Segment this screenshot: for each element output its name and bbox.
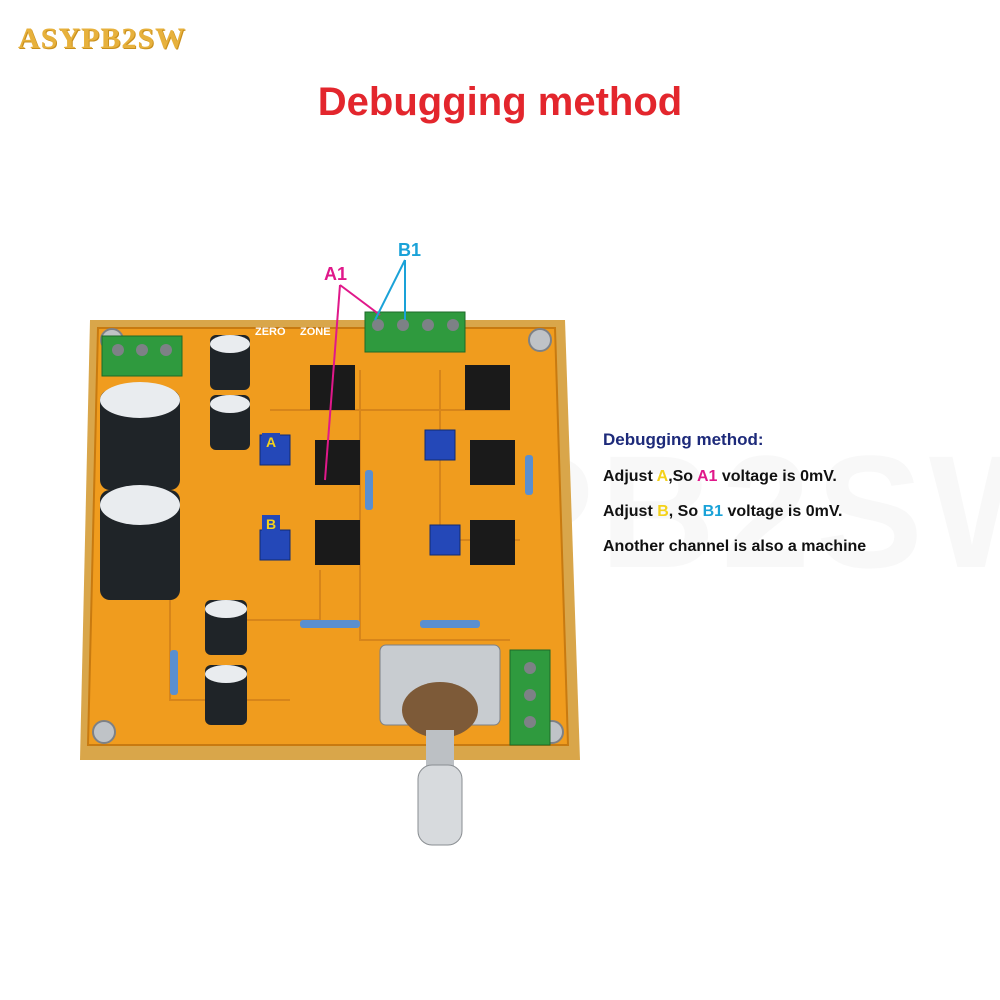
- screw: [528, 328, 552, 352]
- large-capacitors: [100, 382, 180, 600]
- marker-a1: A1: [324, 264, 347, 284]
- page-title: Debugging method: [317, 80, 683, 124]
- instruction-line-1: Adjust A,So A1 voltage is 0mV.: [603, 468, 866, 486]
- line1-adj: A: [656, 468, 669, 485]
- label-a-box: [262, 433, 280, 451]
- terminal-block-right: [509, 649, 551, 746]
- instruction-line-2: Adjust B, So B1 voltage is 0mV.: [603, 503, 866, 521]
- silkscreen-brand-2: ZONE: [300, 326, 331, 338]
- line1-target: A1: [696, 468, 718, 485]
- line2-suffix: voltage is 0mV.: [723, 503, 843, 520]
- small-capacitors: [205, 335, 250, 725]
- brand-logo: ASYPB2SW: [18, 22, 187, 55]
- volume-potentiometer: [379, 644, 501, 846]
- ic-chips: [310, 365, 515, 565]
- instruction-line-3: Another channel is also a machine: [603, 538, 867, 555]
- line2-mid: , So: [668, 503, 703, 520]
- marker-b1: B1: [398, 240, 421, 260]
- screw: [92, 720, 116, 744]
- pcb-board-photo: A B ZERO ZONE A1 B1: [80, 240, 580, 846]
- line1-prefix: Adjust: [603, 468, 657, 485]
- instructions-title: Debugging method:: [603, 430, 764, 449]
- terminal-block-left: [101, 335, 183, 377]
- terminal-block-top: [364, 311, 466, 353]
- line1-mid: ,So: [668, 468, 697, 485]
- board-label-b: B: [266, 516, 276, 532]
- line2-prefix: Adjust: [603, 503, 658, 520]
- line2-adj: B: [657, 503, 669, 520]
- trim-pots: [259, 429, 461, 561]
- instructions: Debugging method: Adjust A,So A1 voltage…: [603, 430, 866, 573]
- line2-target: B1: [702, 503, 724, 520]
- silkscreen-brand: ZERO: [255, 326, 286, 338]
- label-b-box: [262, 515, 280, 533]
- resistors: [170, 455, 533, 695]
- board-label-a: A: [266, 434, 276, 450]
- line1-suffix: voltage is 0mV.: [717, 468, 837, 485]
